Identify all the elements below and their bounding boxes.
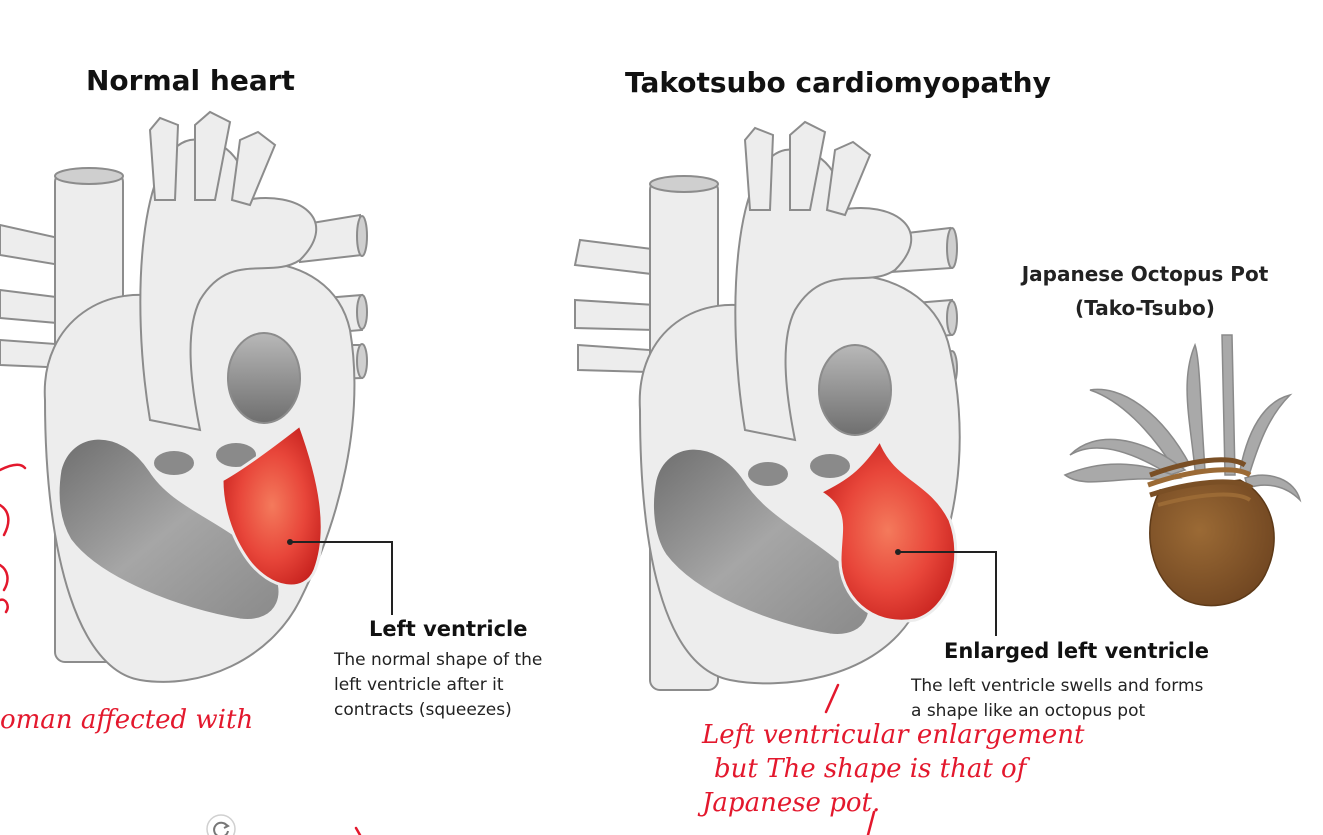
pot-title-line: (Tako-Tsubo)	[1075, 296, 1215, 320]
left-ventricle-label: Left ventricle	[369, 617, 528, 641]
handwritten-strokes	[0, 463, 876, 835]
octopus-pot-title: Japanese Octopus Pot (Tako-Tsubo)	[990, 257, 1300, 325]
enlarged-left-ventricle-shape	[816, 436, 958, 623]
octopus-pot-illustration	[1063, 334, 1302, 607]
pot-title-line: Japanese Octopus Pot	[1021, 262, 1269, 286]
description-line: contracts (squeezes)	[334, 700, 512, 720]
normal-left-ventricle-shape	[220, 422, 324, 588]
handwritten-line: but The shape is that of	[714, 754, 1027, 784]
enlarged-left-ventricle-description: The left ventricle swells and forms a sh…	[911, 674, 1203, 724]
description-line: The normal shape of the	[334, 650, 543, 670]
description-line: The left ventricle swells and forms	[911, 676, 1204, 696]
handwritten-note-left: oman affected with	[0, 705, 254, 735]
left-ventricle-description: The normal shape of the left ventricle a…	[334, 648, 542, 723]
handwritten-line: Left ventricular enlargement	[702, 720, 1085, 750]
description-line: left ventricle after it	[334, 675, 504, 695]
normal-heart-illustration	[0, 110, 393, 683]
enlarged-left-ventricle-label: Enlarged left ventricle	[944, 639, 1209, 663]
refresh-icon[interactable]	[206, 814, 236, 835]
takotsubo-heart-illustration	[573, 120, 997, 691]
handwritten-note-right: Left ventricular enlargement but The sha…	[702, 718, 1084, 820]
normal-heart-title: Normal heart	[86, 64, 295, 97]
description-line: a shape like an octopus pot	[911, 701, 1146, 721]
takotsubo-title: Takotsubo cardiomyopathy	[625, 66, 1051, 99]
handwritten-line: Japanese pot.	[702, 788, 881, 818]
